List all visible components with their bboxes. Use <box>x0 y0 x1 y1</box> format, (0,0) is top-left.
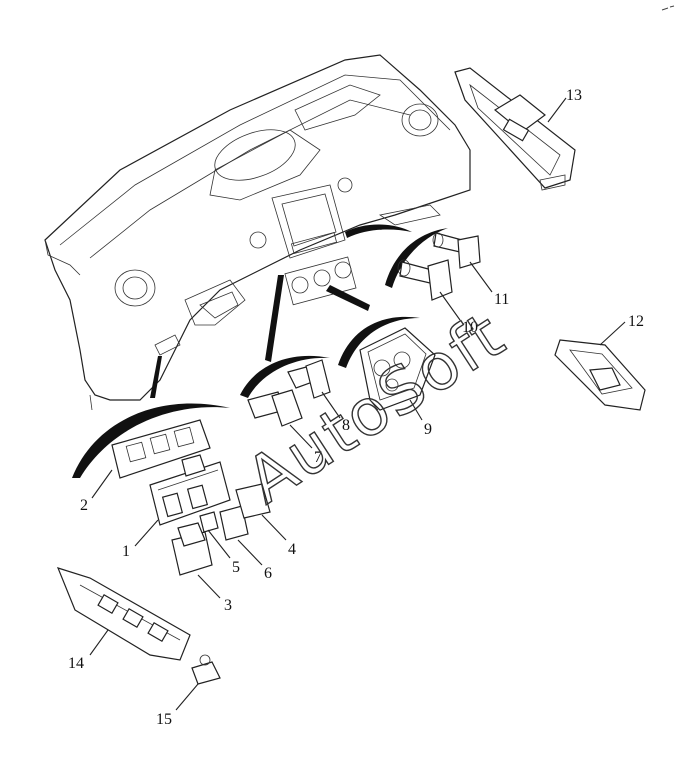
leader-3 <box>197 574 221 599</box>
part-7-switch <box>247 389 303 427</box>
arc-outlet <box>385 228 448 288</box>
arc-switch-group-left <box>72 403 230 478</box>
callout-5: 5 <box>232 559 240 576</box>
leader-6 <box>237 539 263 566</box>
part-5-switch <box>199 511 219 533</box>
leader-2 <box>91 469 113 499</box>
part-4-switch <box>235 483 271 519</box>
leader-12 <box>599 321 626 346</box>
leader-14 <box>89 629 109 656</box>
callout-3: 3 <box>224 597 232 614</box>
arc-switch-group-mid <box>240 355 330 398</box>
leader-5 <box>207 529 231 559</box>
part-6-switch <box>219 505 249 541</box>
callout-7: 7 <box>314 449 322 466</box>
part-3-switch <box>171 522 213 576</box>
leader-1 <box>134 519 159 547</box>
callout-labels: 1 2 3 4 5 6 7 8 9 10 11 12 13 14 15 <box>68 87 644 728</box>
callout-11: 11 <box>494 291 509 308</box>
leader-lines <box>89 97 626 711</box>
leader-7 <box>289 424 313 449</box>
leader-13 <box>547 97 567 123</box>
part-2-switch-bezel <box>111 419 211 479</box>
leader-4 <box>261 514 287 541</box>
callout-12: 12 <box>628 313 644 330</box>
arc-outlet-stem <box>345 224 412 238</box>
part-10-accessory-socket <box>397 259 453 301</box>
callout-10: 10 <box>462 319 478 336</box>
arc-hvac <box>338 316 420 368</box>
callout-15: 15 <box>156 711 172 728</box>
callout-4: 4 <box>288 541 296 558</box>
arc-switch-group-mid-stem <box>265 275 284 362</box>
part-12-window-switch <box>554 339 646 411</box>
callout-6: 6 <box>264 565 272 582</box>
part-11-power-outlet <box>432 232 481 269</box>
callout-1: 1 <box>122 543 130 560</box>
part-9-hvac-control <box>359 327 436 411</box>
callout-2: 2 <box>80 497 88 514</box>
callout-8: 8 <box>342 417 350 434</box>
part-13-window-switch-bezel <box>454 67 576 191</box>
leader-8 <box>321 391 341 419</box>
callout-13: 13 <box>566 87 582 104</box>
instrument-panel <box>44 54 471 411</box>
leader-11 <box>469 261 493 293</box>
part-1-switch-assembly <box>149 454 231 526</box>
arc-hvac-stem <box>326 285 370 311</box>
part-8-switch <box>287 359 331 399</box>
callout-9: 9 <box>424 421 432 438</box>
leader-10 <box>439 291 461 321</box>
scan-mark <box>661 5 675 11</box>
callout-14: 14 <box>68 655 84 672</box>
arc-switch-group-left-stem <box>150 356 162 398</box>
part-14-master-window-switch <box>56 567 191 661</box>
leader-arcs <box>72 224 448 478</box>
leader-15 <box>175 683 199 711</box>
leader-9 <box>409 399 423 421</box>
part-15-connector <box>191 654 221 685</box>
